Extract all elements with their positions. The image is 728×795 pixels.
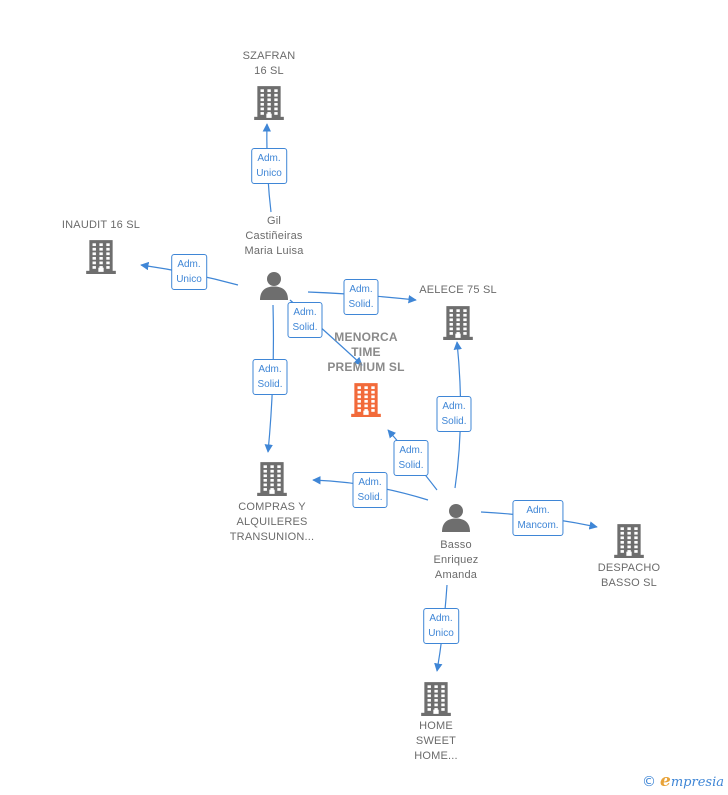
edge-role-label[interactable]: Adm. Solid. [352, 472, 388, 508]
copyright-symbol: © [642, 774, 657, 790]
node-label-line: DESPACHO [597, 562, 661, 574]
edge-role-label[interactable]: Adm. Mancom. [512, 500, 564, 536]
edge-role-text: Adm. [177, 259, 201, 270]
edge-role-label[interactable]: Adm. Unico [171, 254, 207, 290]
node-label-line: TRANSUNION... [229, 531, 315, 543]
edge-role-text: Solid. [257, 379, 283, 390]
building-icon[interactable] [85, 238, 117, 279]
node-label-aelece[interactable]: AELECE 75 SL [419, 283, 497, 298]
node-label-line: SWEET [415, 735, 457, 747]
building-icon[interactable] [253, 84, 285, 125]
edge-role-text: Adm. [349, 284, 373, 295]
building-icon[interactable] [613, 522, 645, 563]
node-label-line: MENORCA [334, 330, 398, 344]
edge-role-label[interactable]: Adm. Solid. [343, 279, 379, 315]
edge-role-text: Mancom. [517, 520, 559, 531]
edge-role-label[interactable]: Adm. Unico [423, 608, 459, 644]
node-label-line: Maria Luisa [244, 245, 304, 257]
edge-role-text: Adm. [358, 477, 382, 488]
node-label-inaudit[interactable]: INAUDIT 16 SL [62, 218, 140, 233]
node-label-line: Basso [440, 539, 472, 551]
node-label-line: HOME [419, 720, 453, 732]
node-label-line: COMPRAS Y [238, 501, 306, 513]
edge-role-text: Solid. [398, 460, 424, 471]
node-label-line: AELECE 75 SL [419, 284, 497, 296]
brand-name: mpresia [670, 775, 724, 790]
edge-role-text: Unico [428, 628, 454, 639]
edge-role-text: Solid. [348, 299, 374, 310]
building-icon[interactable] [350, 381, 382, 422]
building-icon[interactable] [420, 680, 452, 721]
node-label-home[interactable]: HOME SWEET HOME... [414, 719, 458, 764]
node-label-line: Castiñeiras [245, 230, 303, 242]
node-label-despacho[interactable]: DESPACHO BASSO SL [598, 561, 661, 591]
person-icon[interactable] [259, 270, 289, 305]
node-label-line: BASSO SL [600, 577, 657, 589]
empresia-logo[interactable]: ©empresia [642, 771, 724, 791]
edge-role-text: Adm. [442, 401, 466, 412]
edge-role-text: Unico [176, 274, 202, 285]
node-label-line: 16 SL [254, 65, 284, 77]
edge-role-label[interactable]: Adm. Solid. [436, 396, 472, 432]
building-icon[interactable] [256, 460, 288, 501]
building-icon[interactable] [442, 304, 474, 345]
edge-role-text: Solid. [357, 492, 383, 503]
edge-role-label[interactable]: Adm. Unico [251, 148, 287, 184]
node-label-line: HOME... [414, 750, 458, 762]
node-label-line: ALQUILERES [236, 516, 308, 528]
edge-role-text: Solid. [292, 322, 318, 333]
node-label-line: SZAFRAN [242, 50, 296, 62]
edge-role-text: Adm. [258, 364, 282, 375]
edge-role-text: Adm. [399, 445, 423, 456]
node-label-line: INAUDIT 16 SL [61, 219, 141, 231]
node-label-line: Gil [266, 215, 282, 227]
edge-role-label[interactable]: Adm. Solid. [393, 440, 429, 476]
edge-role-label[interactable]: Adm. Solid. [252, 359, 288, 395]
edge-role-text: Adm. [257, 153, 281, 164]
node-label-line: Amanda [434, 569, 478, 581]
edge-role-text: Adm. [293, 307, 317, 318]
node-label-szafran[interactable]: SZAFRAN 16 SL [243, 49, 296, 79]
person-icon[interactable] [441, 502, 471, 537]
edge-role-label[interactable]: Adm. Solid. [287, 302, 323, 338]
node-label-line: TIME [351, 345, 381, 359]
node-label-line: PREMIUM SL [327, 360, 405, 374]
edge-role-text: Adm. [429, 613, 453, 624]
node-label-compras[interactable]: COMPRAS Y ALQUILERES TRANSUNION... [230, 500, 315, 545]
edge-role-text: Solid. [441, 416, 467, 427]
edge-role-text: Unico [256, 168, 282, 179]
brand-initial: e [660, 771, 671, 791]
node-label-line: Enriquez [433, 554, 479, 566]
edge-role-text: Adm. [526, 505, 550, 516]
